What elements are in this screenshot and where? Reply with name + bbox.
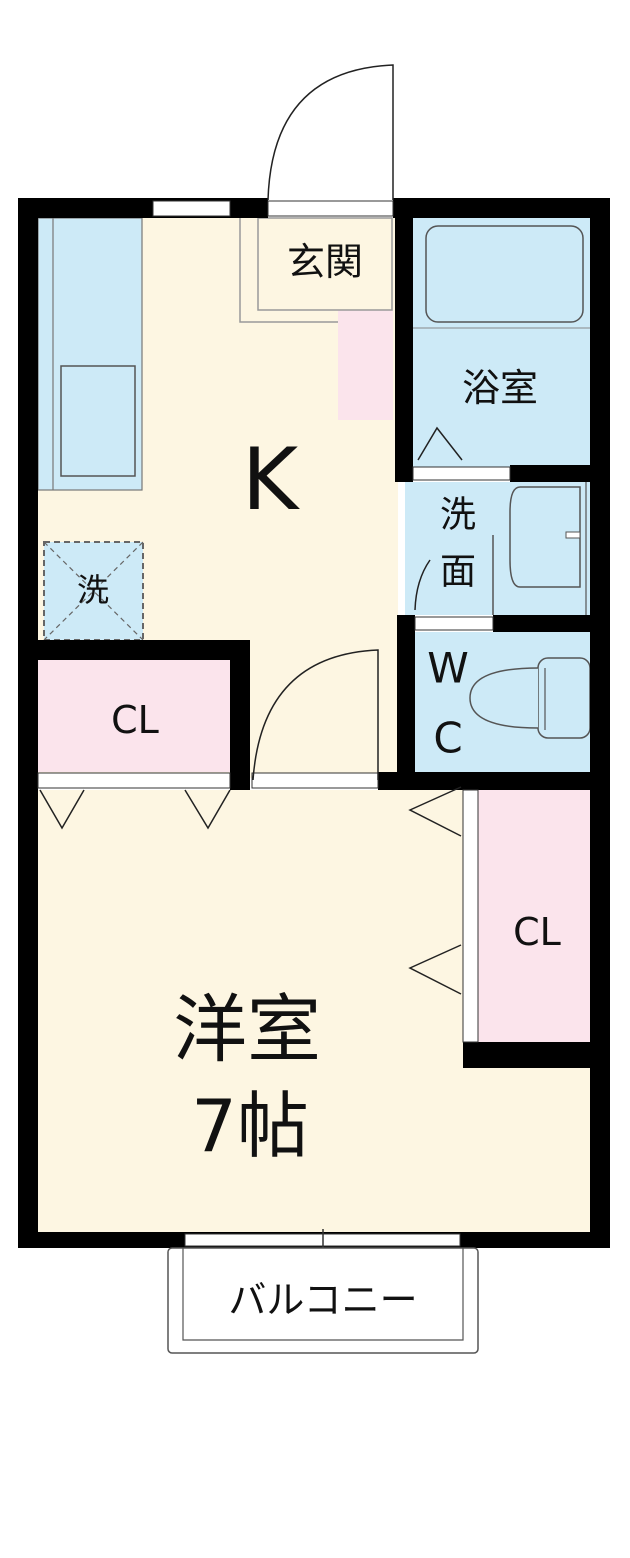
bathroom-label: 浴室 (462, 366, 538, 410)
balcony (167, 1247, 479, 1354)
bedroom-door-opening (251, 772, 379, 789)
washer-label: 洗 (77, 571, 109, 609)
balcony-inner-rail (182, 1248, 464, 1341)
entrance-sill (267, 200, 394, 217)
closet-right-door (462, 789, 479, 1043)
bathtub (425, 225, 584, 323)
bath-door-opening (412, 466, 511, 481)
kitchen-label: K (242, 430, 301, 530)
entrance-door[interactable] (267, 64, 394, 201)
balcony-label: バルコニー (228, 1278, 417, 1322)
closet-left-door (37, 772, 231, 789)
washer-space (43, 541, 144, 641)
bedroom-size-label: 7帖 (191, 1084, 309, 1168)
washroom-label-1: 洗 (440, 495, 476, 536)
closet-left-label: CL (111, 698, 159, 742)
wc-label-1: W (427, 644, 469, 693)
closet-right-floor (478, 790, 590, 1042)
entrance-step (239, 218, 338, 323)
washroom-label-2: 面 (440, 552, 476, 593)
closet-right-marker-2 (408, 944, 462, 995)
toilet (469, 657, 591, 739)
closet-right-label: CL (513, 910, 561, 954)
entrance-label: 玄関 (287, 240, 363, 284)
bedroom-door[interactable] (252, 649, 379, 781)
entrance-area (257, 217, 393, 311)
closet-left-marker-1 (39, 789, 85, 830)
closet-left-floor (38, 660, 230, 772)
wc-label-2: C (433, 714, 462, 763)
kitchen-sink (60, 365, 136, 477)
faucet (565, 531, 581, 539)
shoe-cabinet (338, 310, 393, 420)
washbasin (509, 486, 581, 588)
closet-left-marker-2 (184, 789, 231, 830)
bath-door-marker (417, 426, 463, 461)
bedroom-label: 洋室 (173, 987, 321, 1073)
closet-right-marker-1 (408, 786, 462, 837)
washroom-door-opening (414, 616, 494, 631)
washroom-door-arc (414, 559, 431, 611)
kitchen-window (152, 200, 231, 217)
walls (18, 198, 610, 1248)
